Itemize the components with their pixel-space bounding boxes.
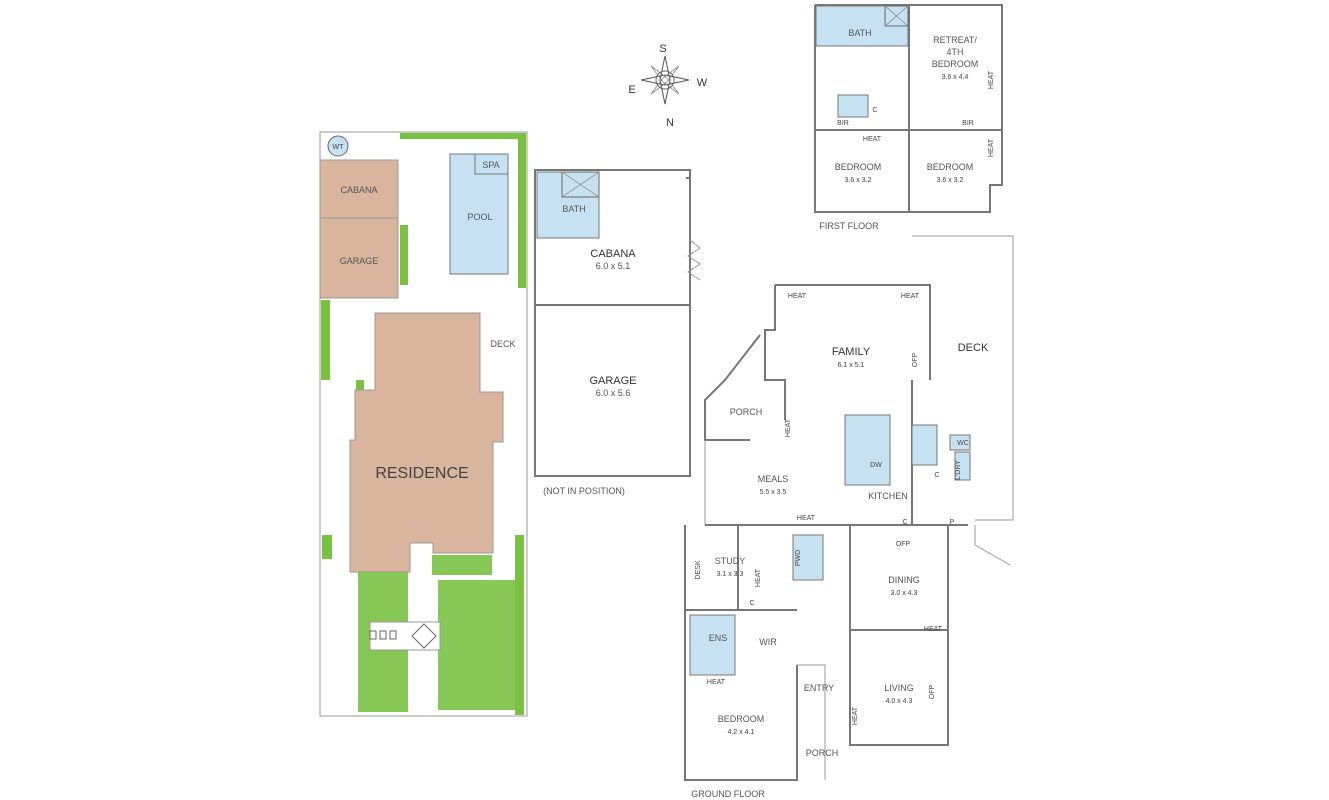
ff-retreat-1: RETREAT/	[933, 35, 977, 45]
gf-wir: WIR	[759, 637, 777, 647]
outbuilding-note: (NOT IN POSITION)	[543, 486, 625, 496]
gf-ofp-family: OFP	[912, 352, 919, 367]
gf-heat-study-side: HEAT	[755, 568, 762, 587]
gf-dining: DINING	[888, 575, 920, 585]
ff-retreat-2: 4TH	[946, 47, 963, 57]
compass-e: E	[628, 84, 635, 96]
gf-dining-dim: 3.0 x 4.3	[891, 590, 918, 597]
gf-heat-dining: HEAT	[924, 626, 943, 633]
outbuilding-garage-dim: 6.0 x 5.6	[596, 388, 631, 398]
gf-porch-bottom: PORCH	[806, 748, 839, 758]
gf-family: FAMILY	[832, 346, 871, 358]
compass-rose: S E W N	[628, 43, 707, 129]
gf-living-dim: 4.0 x 4.3	[886, 698, 913, 705]
gf-desk: DESK	[695, 560, 702, 579]
site-spa: SPA	[482, 160, 499, 170]
gf-entry: ENTRY	[804, 683, 834, 693]
gf-title: GROUND FLOOR	[691, 789, 765, 799]
gf-c-laundry: C	[934, 472, 939, 479]
gf-heat-porch: HEAT	[785, 418, 792, 437]
compass-s: S	[659, 43, 666, 55]
ff-bed1: BEDROOM	[835, 162, 882, 172]
ff-retreat-3: BEDROOM	[932, 59, 979, 69]
ff-retreat-dim: 3.6 x 4.4	[942, 74, 969, 81]
ff-title: FIRST FLOOR	[819, 221, 879, 231]
gf-deck: DECK	[958, 342, 989, 354]
ff-bed2: BEDROOM	[927, 162, 974, 172]
compass-n: N	[666, 117, 674, 129]
gf-family-dim: 6.1 x 5.1	[838, 362, 865, 369]
gf-kitchen: KITCHEN	[868, 491, 908, 501]
outbuilding-garage: GARAGE	[589, 375, 636, 387]
gf-living: LIVING	[884, 683, 914, 693]
gf-dw: DW	[870, 462, 882, 469]
gf-c-study: C	[749, 600, 754, 607]
gf-ldry: L'DRY	[955, 460, 962, 480]
ff-heat-right-bottom: HEAT	[988, 138, 995, 157]
ff-bed1-dim: 3.6 x 3.2	[845, 177, 872, 184]
ff-heat-right-top: HEAT	[988, 70, 995, 89]
gf-c-kitchen: C	[902, 519, 907, 526]
gf-study: STUDY	[715, 556, 746, 566]
outbuilding-plan: BATH CABANA 6.0 x 5.1 GARAGE 6.0 x 5.6 (…	[534, 169, 701, 496]
site-plan: WT CABANA GARAGE SPA POOL DECK RESIDENCE	[319, 131, 528, 717]
gf-heat-family-right: HEAT	[901, 293, 920, 300]
gf-study-dim: 3.1 x 3.3	[717, 571, 744, 578]
gf-ofp-dining: OFP	[896, 541, 911, 548]
gf-heat-study: HEAT	[797, 515, 816, 522]
outbuilding-cabana: CABANA	[590, 248, 636, 260]
compass-w: W	[697, 77, 708, 89]
gf-meals-dim: 5.5 x 3.5	[760, 489, 787, 496]
ground-floor-plan: HEAT HEAT FAMILY 6.1 x 5.1 OFP DECK PORC…	[684, 235, 1014, 799]
gf-meals: MEALS	[758, 474, 789, 484]
gf-wc: WC	[957, 440, 969, 447]
gf-heat-bed: HEAT	[707, 679, 726, 686]
gf-ofp-living: OFP	[929, 684, 936, 699]
site-cabana: CABANA	[340, 185, 377, 195]
site-deck: DECK	[490, 339, 515, 349]
ff-bir-left: BIR	[837, 120, 849, 127]
ff-bed2-dim: 3.6 x 3.2	[937, 177, 964, 184]
ff-c: C	[872, 107, 877, 114]
first-floor-plan: BATH RETREAT/ 4TH BEDROOM 3.6 x 4.4 HEAT…	[814, 4, 1003, 231]
gf-heat-family-left: HEAT	[788, 293, 807, 300]
ff-bath: BATH	[848, 28, 871, 38]
ff-bir-right: BIR	[962, 120, 974, 127]
gf-heat-entry: HEAT	[852, 706, 859, 725]
outbuilding-bath: BATH	[562, 204, 585, 214]
gf-porch-top: PORCH	[730, 407, 763, 417]
site-garage: GARAGE	[340, 256, 379, 266]
site-pool: POOL	[467, 212, 492, 222]
outbuilding-cabana-dim: 6.0 x 5.1	[596, 261, 631, 271]
site-wt: WT	[333, 144, 345, 151]
gf-bedroom: BEDROOM	[718, 714, 765, 724]
ff-heat-center: HEAT	[863, 136, 882, 143]
gf-ens: ENS	[709, 633, 728, 643]
site-residence: RESIDENCE	[375, 465, 468, 482]
gf-pwd: PWD	[795, 550, 802, 566]
gf-p-kitchen: P	[950, 519, 955, 526]
gf-bedroom-dim: 4.2 x 4.1	[728, 729, 755, 736]
